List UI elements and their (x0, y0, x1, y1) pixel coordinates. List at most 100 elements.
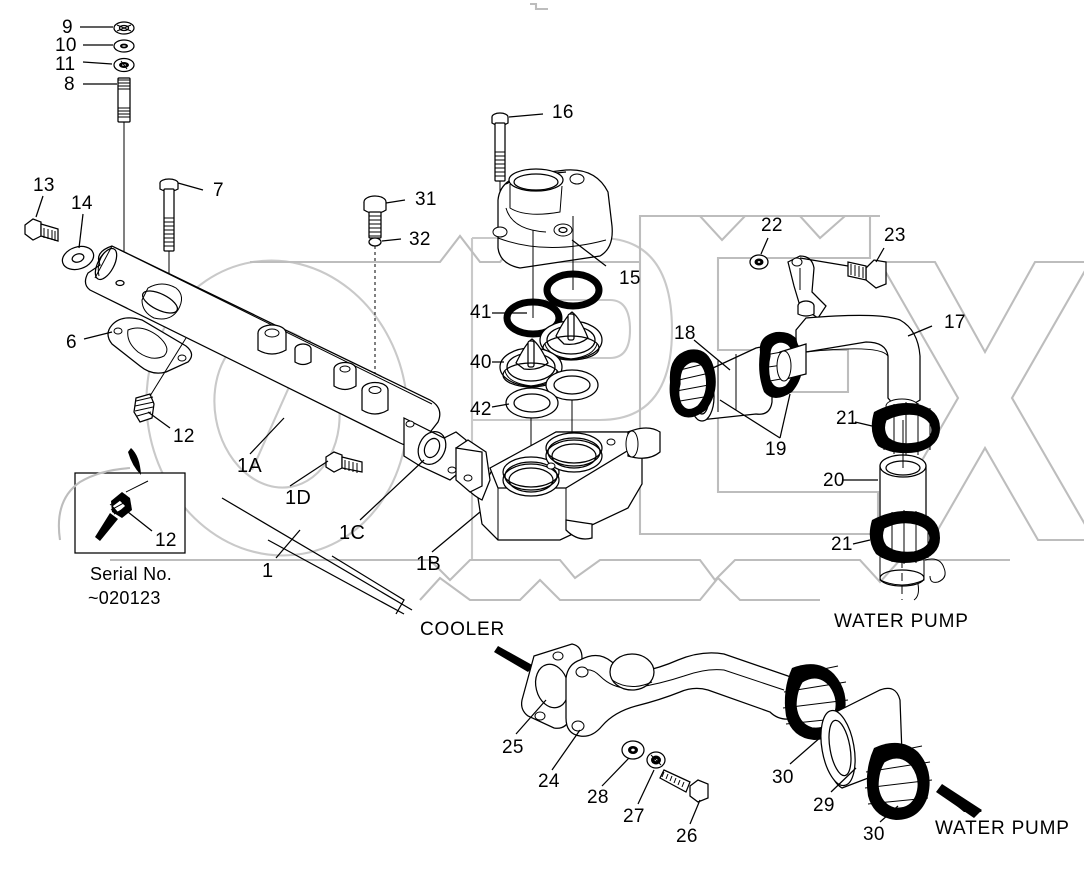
leader-6 (83, 331, 113, 340)
leader-19b (779, 393, 791, 439)
leader-1A (249, 417, 285, 455)
leader-23b (799, 257, 849, 267)
part-15-thermostat-cover (492, 168, 613, 269)
water-pump-label-bottom: WATER PUMP (935, 818, 1070, 839)
leader-14 (78, 213, 84, 249)
part-13-bolt (24, 218, 59, 242)
callout-19: 19 (765, 439, 787, 460)
callout-30-left: 30 (772, 767, 794, 788)
callout-6: 6 (66, 332, 77, 353)
part-28-washer (621, 740, 645, 760)
callout-17: 17 (944, 312, 966, 333)
leader-11 (82, 61, 113, 65)
callout-1: 1 (262, 560, 274, 582)
part-16-bolt (491, 112, 509, 182)
callout-14: 14 (71, 193, 93, 214)
part-12-plug (133, 393, 155, 423)
part-9-nut (113, 21, 135, 35)
callout-22: 22 (761, 215, 783, 236)
part-40-thermostats (499, 311, 603, 388)
inset-box (74, 472, 186, 554)
callout-32: 32 (409, 229, 431, 250)
callout-9: 9 (62, 17, 73, 38)
leader-1C (359, 459, 425, 521)
leader-16 (508, 113, 544, 118)
leader-1D (289, 460, 329, 487)
serial-no-value: ~020123 (88, 588, 161, 608)
part-7-bolt (159, 178, 179, 252)
callout-40: 40 (470, 352, 492, 373)
part-42-seal-rings (505, 369, 599, 419)
part-30-clamp-right (864, 742, 933, 820)
part-31-bolt (363, 195, 387, 239)
part-22-washer (749, 254, 769, 270)
leader-22 (760, 237, 769, 255)
leader-1B (431, 511, 481, 553)
leader-7 (177, 182, 204, 191)
callout-1B: 1B (416, 553, 442, 575)
part-1D-bolt (325, 451, 363, 473)
callout-27: 27 (623, 806, 645, 827)
part-21-clamp-lower (869, 510, 940, 564)
callout-31: 31 (415, 189, 437, 210)
part-8-stud (117, 77, 131, 123)
callout-8: 8 (64, 74, 75, 95)
leader-26 (689, 799, 701, 825)
part-14-washer (61, 245, 95, 271)
callout-29: 29 (813, 795, 835, 816)
leader-30b (879, 805, 899, 823)
part-26-bolt (659, 769, 709, 803)
leader-19a (719, 399, 781, 439)
part-1A-manifold-tube (84, 245, 467, 481)
callout-1A: 1A (237, 455, 263, 477)
inset-pointer-arrow (128, 448, 141, 475)
leader-12a (147, 411, 171, 429)
manifold-bosses (257, 324, 389, 415)
cooler-label: COOLER (420, 619, 506, 640)
leader-21b (852, 539, 871, 545)
callout-25: 25 (502, 737, 524, 758)
callout-16: 16 (552, 102, 574, 123)
upper-water-pipe (776, 255, 921, 414)
leader-30a (789, 735, 823, 765)
assembly-bracket-B (267, 539, 405, 615)
part-32-oring (368, 237, 382, 247)
leader-31 (385, 199, 406, 204)
callout-28: 28 (587, 787, 609, 808)
callout-21-upper: 21 (836, 408, 858, 429)
leader-17 (907, 325, 933, 337)
callout-15: 15 (619, 268, 641, 289)
water-pump-label-top: WATER PUMP (834, 611, 969, 632)
leader-1 (275, 529, 301, 559)
callout-12-manifold: 12 (173, 426, 195, 447)
callout-12-inset: 12 (155, 530, 177, 551)
part-11-lock-washer (113, 57, 135, 73)
callout-42: 42 (470, 399, 492, 420)
callout-7: 7 (213, 180, 224, 201)
leader-29 (830, 767, 857, 793)
part-21-clamp-upper (871, 402, 940, 456)
leader-42 (491, 403, 510, 408)
leader-15 (571, 239, 607, 267)
assembly-bracket-C (331, 555, 405, 615)
leader-18 (693, 339, 731, 371)
leader-28 (601, 757, 630, 787)
leader-23a (875, 247, 885, 263)
assembly-bracket-A (221, 497, 413, 611)
callout-41: 41 (470, 302, 492, 323)
part-1B-thermostat-housing (455, 427, 661, 541)
part-10-washer (113, 39, 135, 53)
callout-13: 13 (33, 175, 55, 196)
leader-24 (551, 729, 581, 771)
callout-26: 26 (676, 826, 698, 847)
callout-10: 10 (55, 35, 77, 56)
leader-25 (515, 699, 547, 735)
callout-20: 20 (823, 470, 845, 491)
leader-27 (637, 769, 655, 805)
callout-1C: 1C (339, 522, 366, 544)
callout-23: 23 (884, 225, 906, 246)
leader-21a (854, 421, 873, 427)
water-pump-stub-top (879, 556, 946, 601)
serial-no-label: Serial No. (90, 564, 173, 584)
